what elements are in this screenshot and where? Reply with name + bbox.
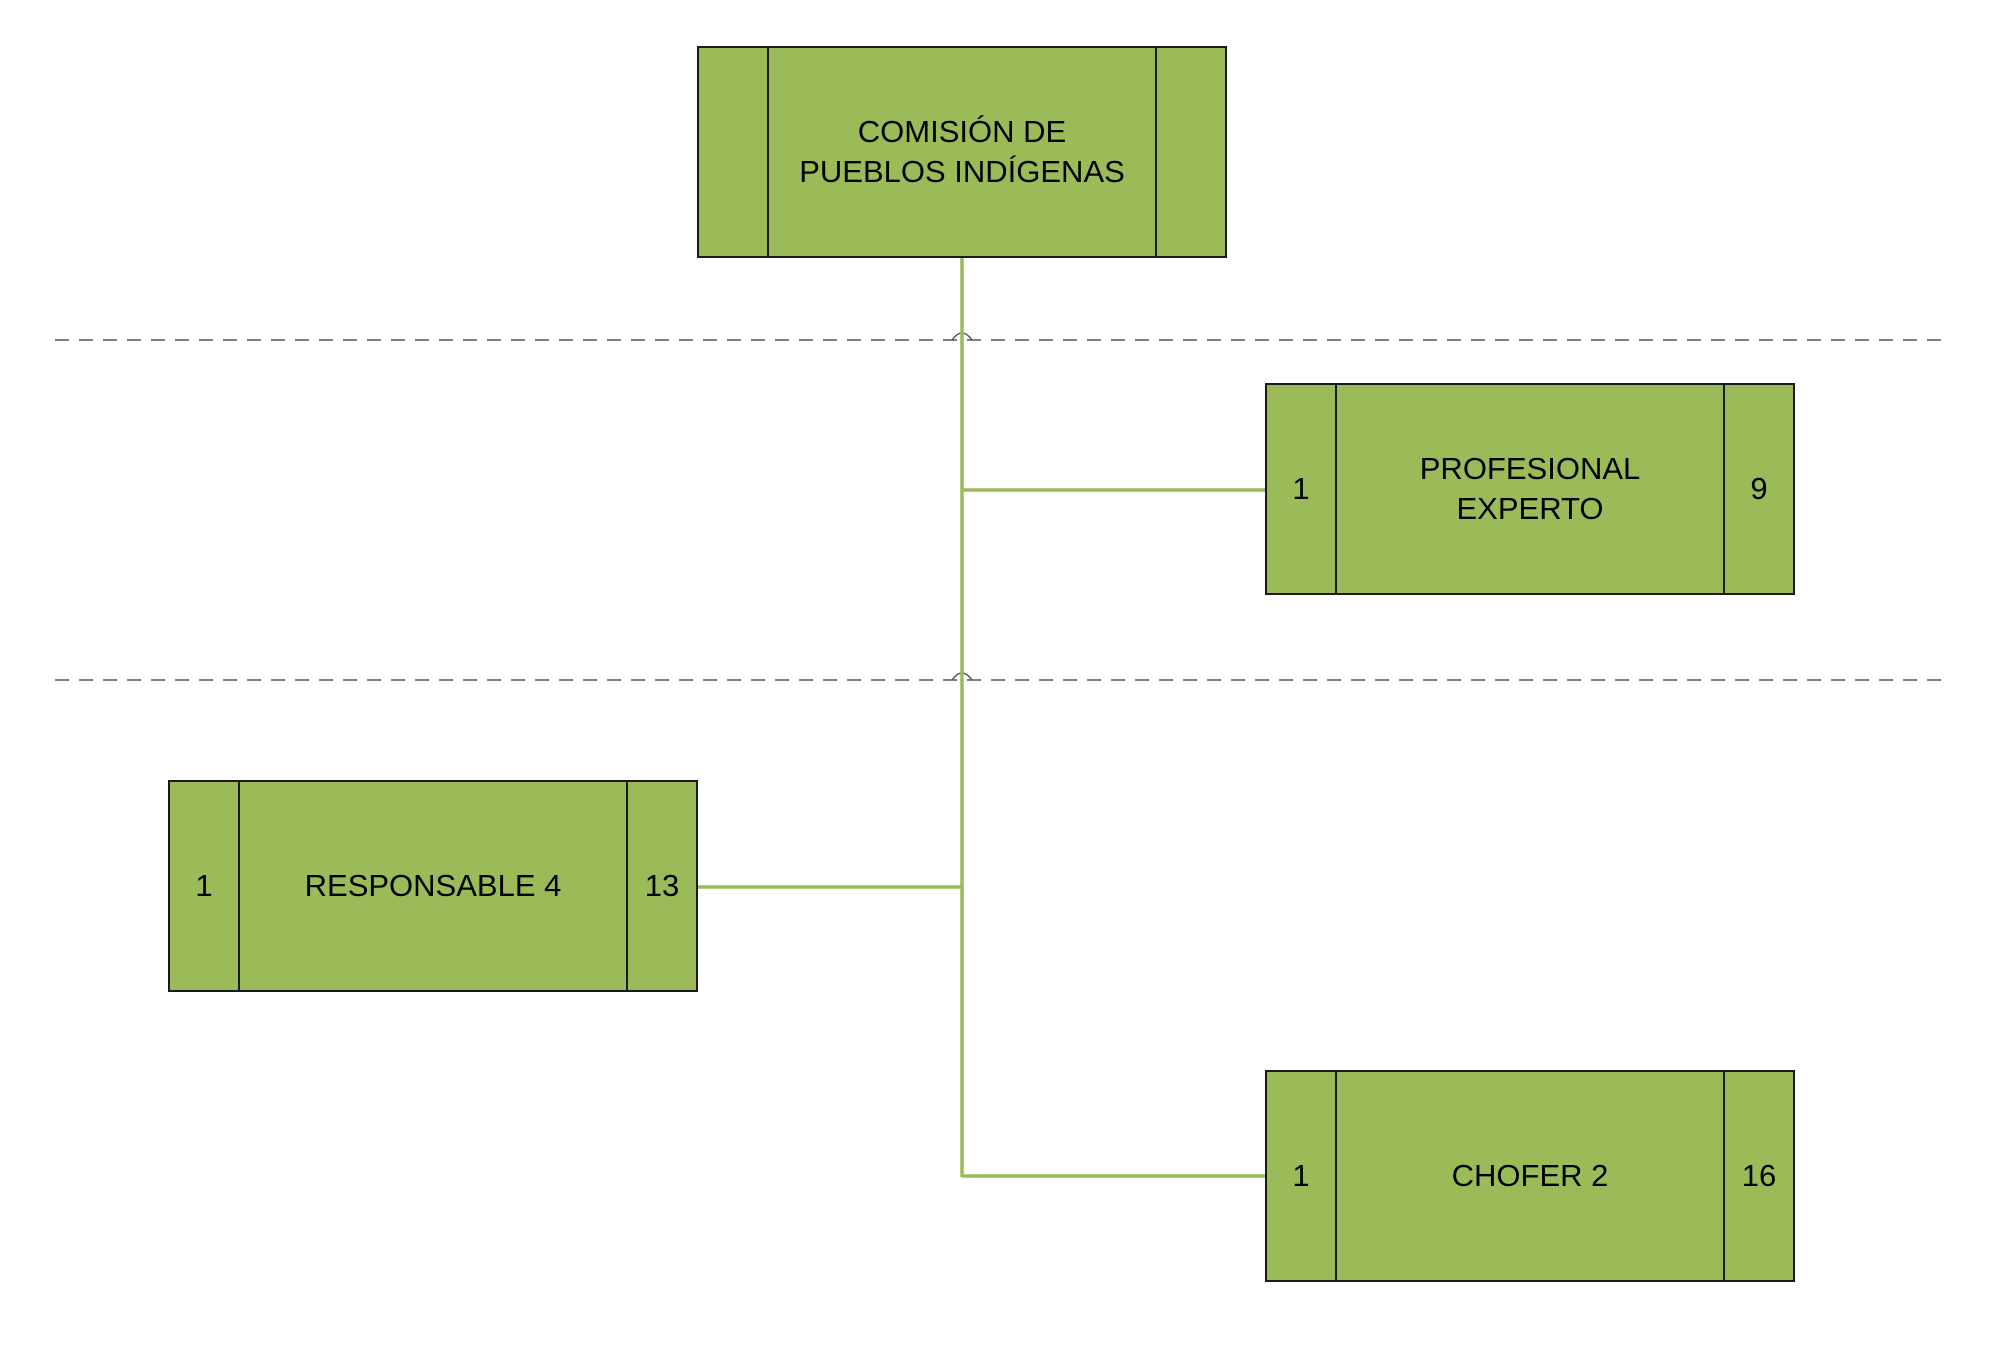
- node-title-line-2: PUEBLOS INDÍGENAS: [799, 154, 1125, 189]
- node-title: COMISIÓN DE PUEBLOS INDÍGENAS: [769, 48, 1155, 256]
- node-title-line-1: CHOFER 2: [1451, 1158, 1609, 1193]
- node-level: 16: [1723, 1072, 1793, 1280]
- node-title-line-2: EXPERTO: [1456, 491, 1604, 526]
- node-title-line-1: COMISIÓN DE: [857, 114, 1067, 149]
- node-title: CHOFER 2: [1337, 1072, 1723, 1280]
- node-count: 1: [1267, 1072, 1337, 1280]
- node-responsable-4: 1 RESPONSABLE 4 13: [168, 780, 698, 992]
- node-left-cell: [699, 48, 769, 256]
- node-right-cell: [1155, 48, 1225, 256]
- node-title-line-1: RESPONSABLE 4: [304, 868, 562, 903]
- node-profesional-experto: 1 PROFESIONAL EXPERTO 9: [1265, 383, 1795, 595]
- node-level: 9: [1723, 385, 1793, 593]
- node-title: RESPONSABLE 4: [240, 782, 626, 990]
- node-level: 13: [626, 782, 696, 990]
- node-count: 1: [170, 782, 240, 990]
- node-comision-pueblos-indigenas: COMISIÓN DE PUEBLOS INDÍGENAS: [697, 46, 1227, 258]
- node-title: PROFESIONAL EXPERTO: [1337, 385, 1723, 593]
- node-chofer-2: 1 CHOFER 2 16: [1265, 1070, 1795, 1282]
- node-count: 1: [1267, 385, 1337, 593]
- node-title-line-1: PROFESIONAL: [1419, 451, 1641, 486]
